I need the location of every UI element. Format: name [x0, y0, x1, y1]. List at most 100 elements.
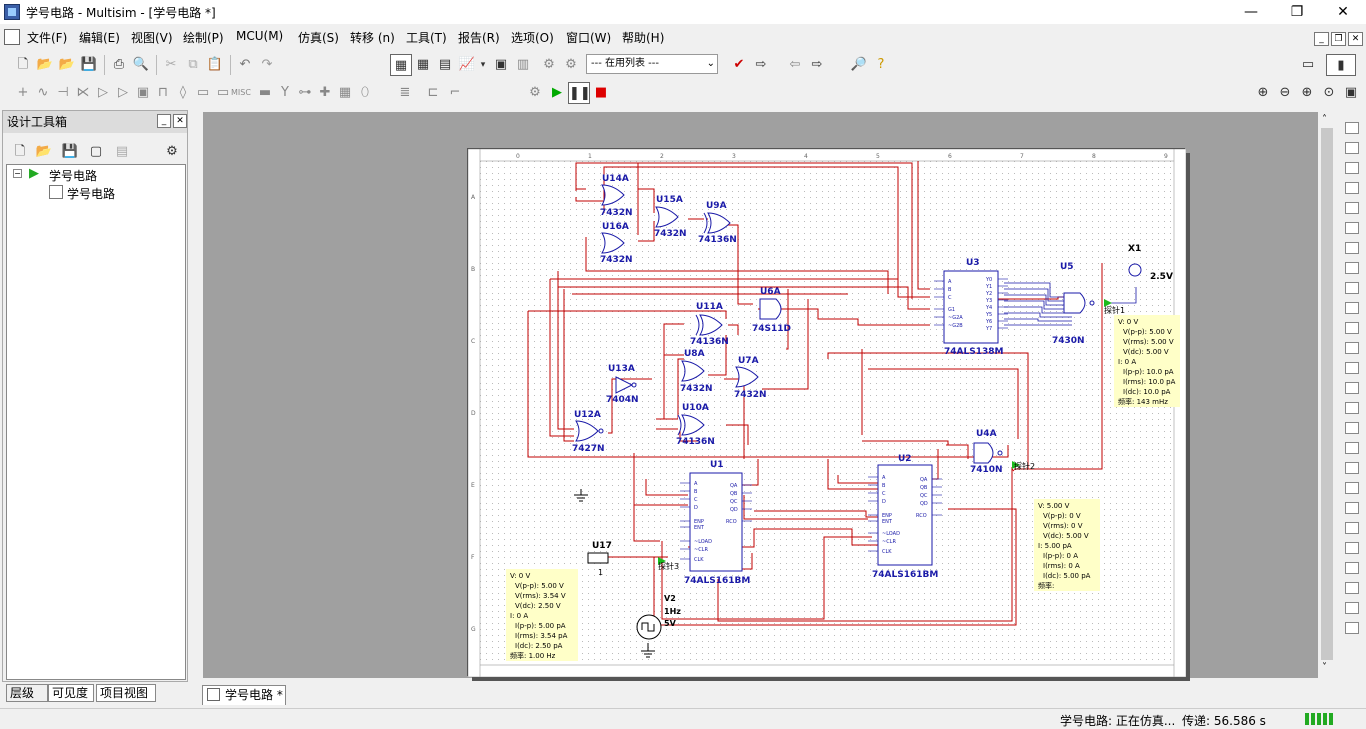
peripheral-icon[interactable]: ▬: [258, 85, 272, 100]
annotate-icon[interactable]: ✔: [733, 57, 745, 72]
instrument-icon[interactable]: [1345, 122, 1359, 134]
menu-simulate[interactable]: 仿真(S): [298, 31, 339, 45]
instrument-icon[interactable]: [1345, 402, 1359, 414]
toggle-toolbox-icon[interactable]: ▦: [390, 54, 412, 76]
transistor-icon[interactable]: ⋉: [76, 85, 90, 100]
u11a-ref[interactable]: U11A: [696, 302, 723, 312]
power-icon[interactable]: ▭: [216, 85, 230, 100]
instrument-icon[interactable]: [1345, 302, 1359, 314]
redo-icon[interactable]: ↷: [261, 57, 273, 72]
save-icon[interactable]: 💾: [80, 57, 98, 72]
save-design-icon[interactable]: 💾: [61, 144, 79, 159]
instrument-icon[interactable]: [1345, 562, 1359, 574]
instrument-icon[interactable]: [1345, 382, 1359, 394]
u2-ref[interactable]: U2: [898, 454, 912, 464]
instrument-icon[interactable]: [1345, 442, 1359, 454]
database-icon[interactable]: ▤: [438, 57, 452, 72]
zoom-area-icon[interactable]: ⊕: [1301, 85, 1313, 100]
component-wizard-icon[interactable]: ⚙: [565, 57, 577, 72]
postprocessor-icon[interactable]: ▣: [494, 57, 508, 72]
instrument-icon[interactable]: [1345, 142, 1359, 154]
u14a-ref[interactable]: U14A: [602, 174, 629, 184]
toolbox-minimize-button[interactable]: _: [157, 114, 171, 128]
new-design-icon[interactable]: 🗋: [14, 144, 26, 159]
ttl-icon[interactable]: ▷: [118, 85, 128, 100]
print-preview-icon[interactable]: 🔍: [132, 57, 150, 72]
u13a-ref[interactable]: U13A: [608, 364, 635, 374]
minimize-button[interactable]: —: [1244, 4, 1258, 20]
in-use-list-dropdown[interactable]: --- 在用列表 --- ⌄: [586, 54, 718, 74]
close-design-icon[interactable]: ▢: [89, 144, 103, 159]
misc-digital-icon[interactable]: ⊓: [157, 85, 169, 100]
cut-icon[interactable]: ✂: [165, 57, 177, 72]
instrument-icon[interactable]: [1345, 162, 1359, 174]
instrument-icon[interactable]: [1345, 502, 1359, 514]
new-icon[interactable]: 🗋: [17, 57, 29, 72]
source-icon[interactable]: +: [17, 85, 29, 100]
probe1-arrow-icon[interactable]: [1104, 299, 1112, 307]
find-icon[interactable]: 🔎: [850, 57, 868, 72]
instrument-icon[interactable]: [1345, 462, 1359, 474]
instrument-icon[interactable]: [1345, 202, 1359, 214]
tab-project-view[interactable]: 项目视图: [96, 684, 156, 702]
u7a-ref[interactable]: U7A: [738, 356, 759, 366]
connector-icon[interactable]: ⌐: [449, 85, 461, 100]
bus-icon[interactable]: ≣: [399, 85, 411, 100]
menu-help[interactable]: 帮助(H): [622, 31, 665, 45]
scroll-down-icon[interactable]: ˅: [1322, 662, 1327, 673]
hierarchical-icon[interactable]: ⊏: [427, 85, 439, 100]
toolbox-close-button[interactable]: ✕: [173, 114, 187, 128]
menu-window[interactable]: 窗口(W): [566, 31, 612, 45]
breadboard-icon[interactable]: ▥: [516, 57, 530, 72]
mdi-minimize-button[interactable]: _: [1314, 32, 1329, 46]
rf-icon[interactable]: Y: [281, 85, 289, 100]
view-mode-active-icon[interactable]: ▮: [1326, 54, 1356, 76]
u12a-ref[interactable]: U12A: [574, 410, 601, 420]
u8a-ref[interactable]: U8A: [684, 349, 705, 359]
cmos-icon[interactable]: ▣: [136, 85, 150, 100]
menu-edit[interactable]: 编辑(E): [79, 31, 120, 45]
scroll-up-icon[interactable]: ˄: [1322, 114, 1327, 125]
analog-icon[interactable]: ▷: [98, 85, 108, 100]
u17-component[interactable]: U17 1: [587, 541, 612, 577]
instrument-icon[interactable]: [1345, 242, 1359, 254]
spreadsheet-icon[interactable]: ▦: [416, 57, 430, 72]
menu-mcu[interactable]: MCU(M): [236, 29, 284, 43]
zoom-fit-icon[interactable]: ⊙: [1323, 85, 1335, 100]
u1-ref[interactable]: U1: [710, 460, 724, 470]
u15a-ref[interactable]: U15A: [656, 195, 683, 205]
stop-icon[interactable]: ■: [594, 85, 608, 100]
electromechanical-icon[interactable]: ⊶: [298, 85, 312, 100]
instrument-icon[interactable]: [1345, 282, 1359, 294]
mcu-icon[interactable]: ▦: [338, 85, 352, 100]
instrument-icon[interactable]: [1345, 482, 1359, 494]
instrument-icon[interactable]: [1345, 322, 1359, 334]
document-icon[interactable]: [4, 29, 20, 45]
probe2-arrow-icon[interactable]: [1012, 461, 1020, 469]
vertical-scrollbar[interactable]: ˄ ˅: [1318, 112, 1336, 678]
paste-icon[interactable]: 📋: [206, 57, 224, 72]
open-sample-icon[interactable]: 📂: [58, 57, 76, 72]
maximize-button[interactable]: ❐: [1290, 4, 1304, 20]
tree-root-item[interactable]: 学号电路: [49, 169, 98, 183]
forward-annotate-icon[interactable]: ⇨: [755, 57, 767, 72]
instrument-icon[interactable]: [1345, 542, 1359, 554]
misc-icon[interactable]: MISC: [231, 88, 251, 97]
help-icon[interactable]: ?: [877, 57, 885, 72]
menu-tools[interactable]: 工具(T): [406, 31, 447, 45]
instrument-icon[interactable]: [1345, 362, 1359, 374]
instrument-icon[interactable]: [1345, 602, 1359, 614]
menu-reports[interactable]: 报告(R): [458, 31, 500, 45]
u3-ref[interactable]: U3: [966, 258, 980, 268]
menu-place[interactable]: 绘制(P): [183, 31, 224, 45]
tab-visibility[interactable]: 可见度: [48, 684, 94, 702]
open-design-icon[interactable]: 📂: [35, 144, 53, 159]
close-button[interactable]: ✕: [1337, 4, 1349, 20]
u10a-ref[interactable]: U10A: [682, 403, 709, 413]
instrument-icon[interactable]: [1345, 222, 1359, 234]
transfer-icon[interactable]: ⇨: [811, 57, 823, 72]
document-tab[interactable]: 学号电路 *: [202, 685, 286, 705]
instrument-icon[interactable]: [1345, 342, 1359, 354]
u5-ref[interactable]: U5: [1060, 262, 1074, 272]
undo-icon[interactable]: ↶: [239, 57, 251, 72]
